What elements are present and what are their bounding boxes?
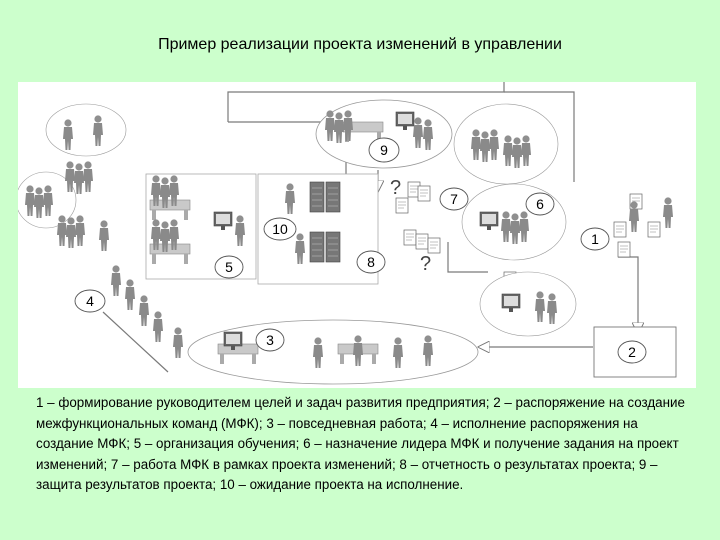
- document-stacks: ? ?: [390, 177, 441, 275]
- step-marker-9: 9: [368, 137, 400, 163]
- svg-text:4: 4: [86, 293, 94, 309]
- step-marker-5: 5: [214, 255, 244, 279]
- group-3-daily-work: [187, 319, 479, 385]
- svg-text:7: 7: [450, 191, 458, 207]
- step-marker-4: 4: [74, 289, 106, 313]
- svg-text:1: 1: [591, 231, 599, 247]
- flow-line-top: [227, 82, 505, 122]
- step-marker-2: 2: [617, 340, 647, 364]
- step-marker-1: 1: [580, 227, 610, 251]
- diagram-canvas: ? ?: [18, 82, 677, 385]
- step-marker-7: 7: [439, 187, 469, 211]
- step-marker-10: 10: [263, 217, 297, 241]
- group-9-defense: [315, 99, 453, 169]
- svg-text:8: 8: [367, 254, 375, 270]
- flow-line-4: [102, 311, 169, 373]
- step-marker-3: 3: [255, 328, 285, 352]
- question-icon: ?: [420, 253, 431, 275]
- people-cluster-left: [18, 103, 127, 251]
- step-marker-6: 6: [525, 192, 555, 216]
- flow-line-right: [504, 91, 575, 182]
- svg-text:10: 10: [272, 221, 288, 237]
- svg-text:3: 3: [266, 332, 274, 348]
- slide-title: Пример реализации проекта изменений в уп…: [158, 36, 562, 53]
- question-icon: ?: [390, 177, 401, 199]
- process-diagram: ? ?: [18, 82, 696, 388]
- svg-text:9: 9: [380, 142, 388, 158]
- step-marker-8: 8: [356, 250, 386, 274]
- step-markers: 9 7 6 10 1 5 8: [74, 137, 647, 364]
- group-6-leader: [453, 103, 567, 261]
- group-1-management: [479, 193, 673, 337]
- flow-line-to-2: [618, 256, 638, 332]
- svg-text:6: 6: [536, 196, 544, 212]
- flow-line-8: [447, 242, 488, 273]
- svg-text:5: 5: [225, 259, 233, 275]
- svg-text:2: 2: [628, 344, 636, 360]
- diagram-caption: 1 – формирование руководителем целей и з…: [36, 395, 685, 492]
